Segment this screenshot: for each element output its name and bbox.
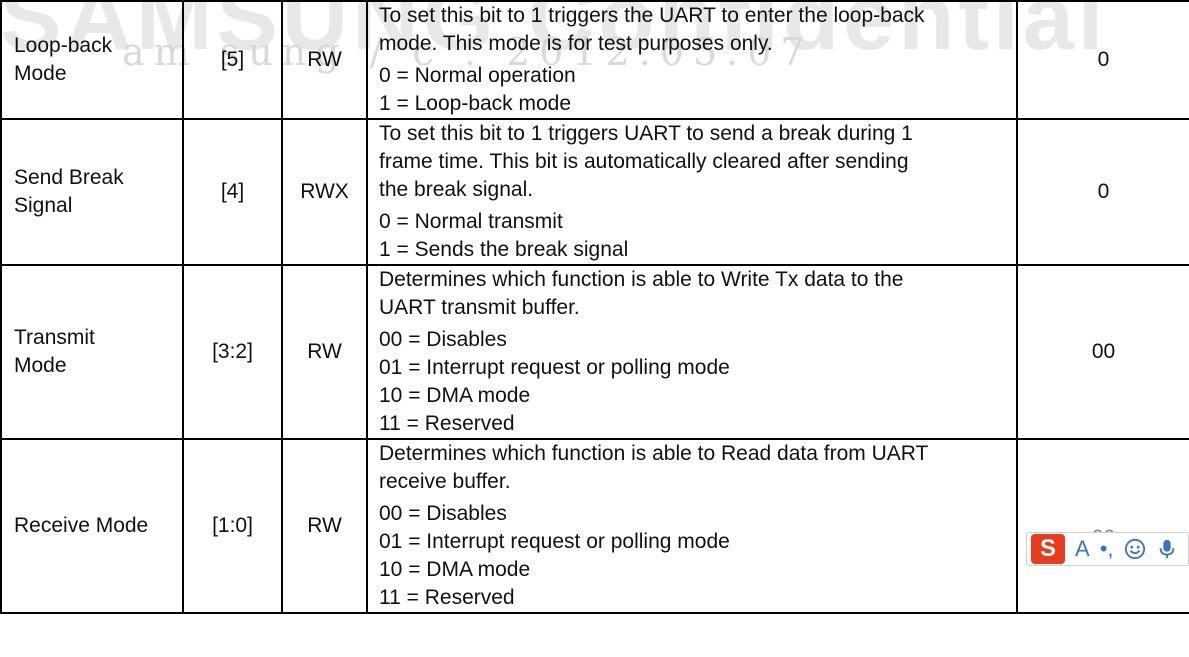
ime-logo-icon[interactable]: S [1031, 534, 1065, 564]
option-line: 0 = Normal transmit [379, 210, 563, 233]
field-name-text: Receive Mode [14, 514, 149, 537]
field-name: Receive Mode [0, 438, 184, 614]
description: To set this bit to 1 triggers the UART t… [366, 0, 1018, 120]
field-name-text: Send Break Signal [14, 166, 124, 217]
option-line: 11 = Reserved [379, 412, 515, 435]
option-line: 00 = Disables [379, 502, 507, 525]
option-line: 10 = DMA mode [379, 558, 531, 581]
smiley-icon[interactable] [1124, 538, 1146, 560]
reset-value: 0 [1016, 0, 1189, 120]
description-line: frame time. This bit is automatically cl… [379, 150, 909, 173]
ime-mode-toggle[interactable]: A [1075, 536, 1090, 561]
access-type: RW [281, 438, 368, 614]
access-type: RWX [281, 118, 368, 266]
description-line: To set this bit to 1 triggers UART to se… [379, 122, 913, 145]
reset-value: 00 [1016, 438, 1189, 614]
option-line: 10 = DMA mode [379, 384, 531, 407]
ime-toolbar[interactable]: S A •, [1026, 532, 1189, 566]
description: To set this bit to 1 triggers UART to se… [366, 118, 1018, 266]
option-line: 1 = Sends the break signal [379, 238, 629, 261]
access-type: RW [281, 0, 368, 120]
description: Determines which function is able to Wri… [366, 264, 1018, 440]
bit-range: [4] [182, 118, 283, 266]
option-line: 0 = Normal operation [379, 64, 576, 87]
reset-value: 00 [1016, 264, 1189, 440]
bit-range: [3:2] [182, 264, 283, 440]
reset-value: 0 [1016, 118, 1189, 266]
ime-punctuation-toggle[interactable]: •, [1099, 536, 1114, 561]
table-row: Send Break Signal [4] RWX To set this bi… [0, 118, 1189, 266]
table-row: Transmit Mode [3:2] RW Determines which … [0, 264, 1189, 440]
field-name-text: Transmit Mode [14, 326, 95, 377]
option-line: 01 = Interrupt request or polling mode [379, 356, 730, 379]
field-name: Loop-back Mode [0, 0, 184, 120]
description-line: Determines which function is able to Wri… [379, 268, 904, 291]
option-line: 01 = Interrupt request or polling mode [379, 530, 730, 553]
field-name: Transmit Mode [0, 264, 184, 440]
table-row: Loop-back Mode [5] RW To set this bit to… [0, 0, 1189, 120]
description-line: To set this bit to 1 triggers the UART t… [379, 4, 925, 27]
microphone-icon[interactable] [1156, 538, 1178, 560]
bit-range: [5] [182, 0, 283, 120]
option-line: 00 = Disables [379, 328, 507, 351]
option-line: 1 = Loop-back mode [379, 92, 572, 115]
description-line: UART transmit buffer. [379, 296, 580, 319]
description: Determines which function is able to Rea… [366, 438, 1018, 614]
field-name-text: Loop-back Mode [14, 34, 113, 85]
option-line: 11 = Reserved [379, 586, 515, 609]
register-table: Loop-back Mode [5] RW To set this bit to… [0, 0, 1189, 614]
field-name: Send Break Signal [0, 118, 184, 266]
description-line: Determines which function is able to Rea… [379, 442, 929, 465]
table-row: Receive Mode [1:0] RW Determines which f… [0, 438, 1189, 614]
bit-range: [1:0] [182, 438, 283, 614]
access-type: RW [281, 264, 368, 440]
description-line: receive buffer. [379, 470, 511, 493]
description-line: the break signal. [379, 178, 534, 201]
description-line: mode. This mode is for test purposes onl… [379, 32, 773, 55]
